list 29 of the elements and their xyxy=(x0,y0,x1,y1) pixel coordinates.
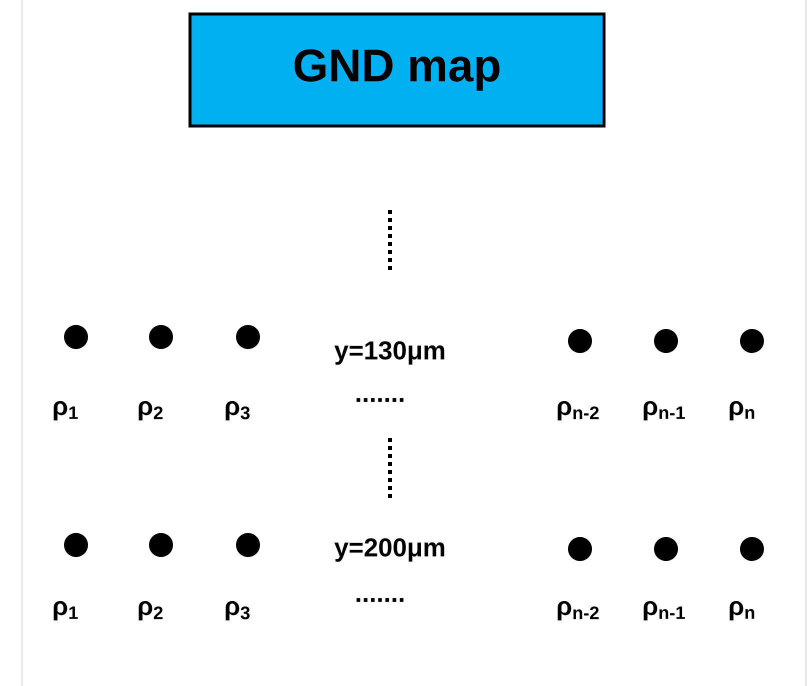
dot xyxy=(236,325,260,349)
dot xyxy=(149,325,173,349)
dot xyxy=(568,329,592,353)
rho-label: ρ$_{n-2}$ xyxy=(558,601,599,620)
rho-label: ρ$_{1}$ xyxy=(54,601,78,620)
rho-label: ρ$_{3}$ xyxy=(226,601,250,620)
dot xyxy=(64,325,88,349)
rho-label: ρ$_{n-1}$ xyxy=(644,401,685,420)
dot xyxy=(654,329,678,353)
rho-label: ρ$_{n}$ xyxy=(730,601,754,620)
dot xyxy=(236,533,260,557)
rho-label: ρ$_{n}$ xyxy=(730,401,754,420)
ellipsis: ....... xyxy=(356,598,404,602)
ellipsis: ....... xyxy=(356,398,404,402)
dot xyxy=(149,533,173,557)
rho-label: ρ$_{n-1}$ xyxy=(644,601,685,620)
depth-label: y=130μm xyxy=(334,341,444,365)
dot xyxy=(740,329,764,353)
dot xyxy=(568,537,592,561)
dot xyxy=(64,533,88,557)
dot xyxy=(740,537,764,561)
title-box: GND map xyxy=(188,12,606,128)
rho-label: ρ$_{1}$ xyxy=(54,401,78,420)
depth-label: y=200μm xyxy=(334,538,444,562)
dot xyxy=(654,537,678,561)
rho-label: ρ$_{3}$ xyxy=(226,401,250,420)
rho-label: ρ$_{n-2}$ xyxy=(558,401,599,420)
rho-label: ρ$_{2}$ xyxy=(138,601,163,620)
rho-label: ρ$_{2}$ xyxy=(138,401,163,420)
